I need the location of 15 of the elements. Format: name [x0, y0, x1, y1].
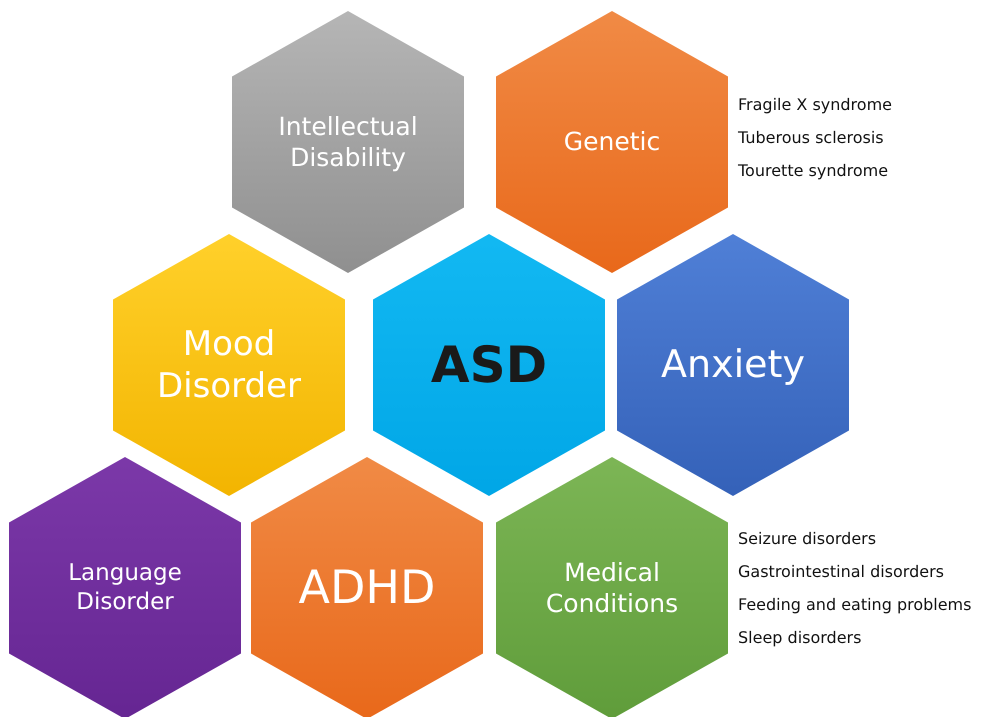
hexagon-label: Genetic — [564, 126, 660, 158]
list-item: Gastrointestinal disorders — [738, 561, 945, 583]
list-item: Fragile X syndrome — [738, 94, 892, 116]
hexagon-label: Intellectual Disability — [277, 110, 419, 174]
hexagon-label: Anxiety — [661, 341, 805, 388]
hexagon-label: Medical Conditions — [544, 556, 680, 620]
hexagon-label: Mood Disorder — [156, 322, 302, 408]
list-item: Seizure disorders — [738, 528, 878, 550]
hexagon-label: ASD — [430, 334, 548, 396]
hexagon-label: Language Disorder — [67, 559, 183, 617]
list-item: Tuberous sclerosis — [738, 127, 885, 149]
list-item: Sleep disorders — [738, 627, 862, 649]
list-item: Feeding and eating problems — [738, 594, 972, 616]
hexagon-label: ADHD — [298, 559, 436, 616]
list-item: Tourette syndrome — [738, 160, 890, 182]
